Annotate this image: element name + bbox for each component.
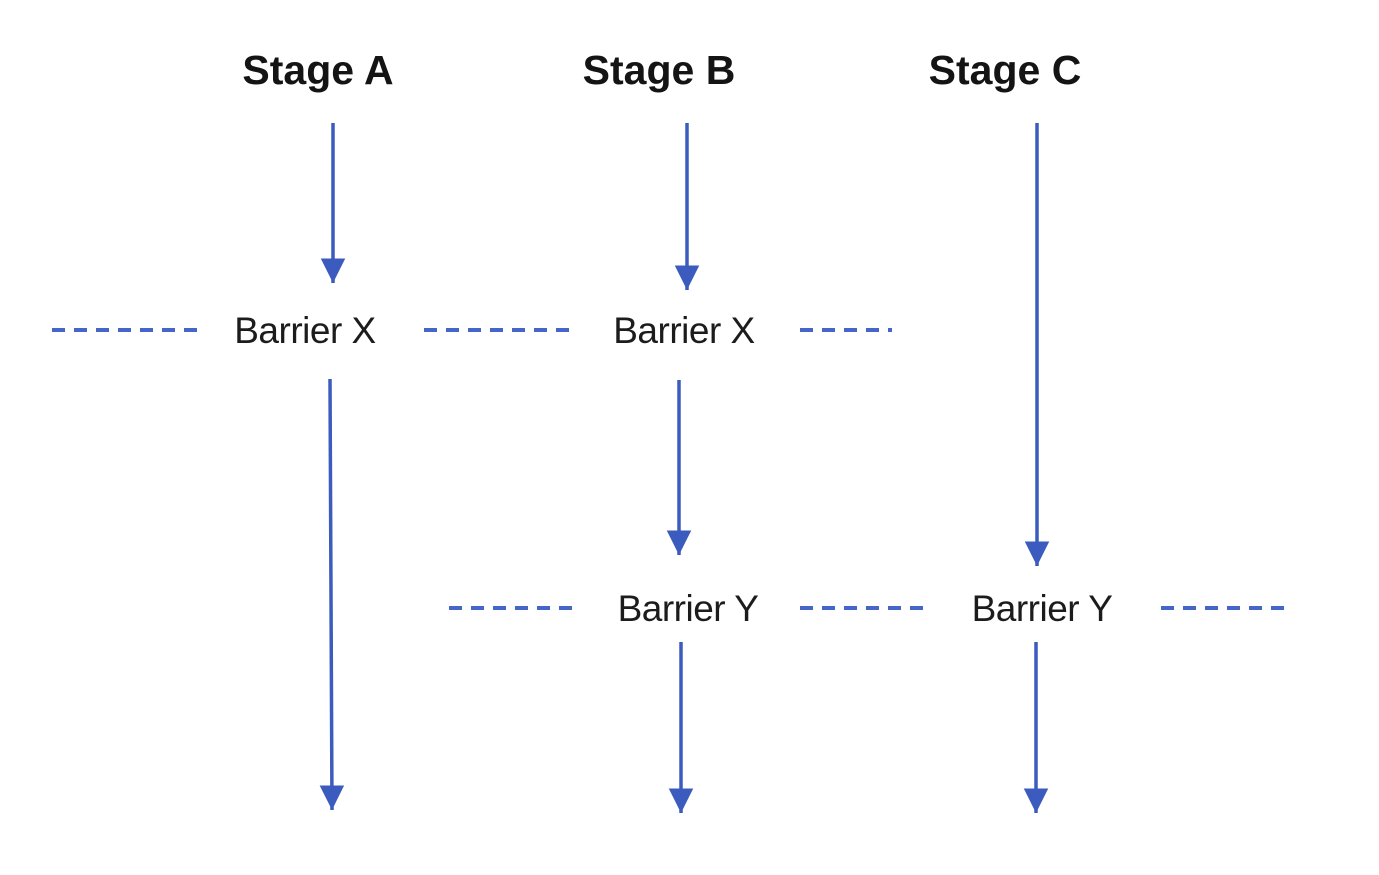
stage-a-title: Stage A	[242, 47, 393, 93]
stage-b-title: Stage B	[583, 47, 736, 93]
stage-c-title: Stage C	[929, 47, 1082, 93]
barrier-y-label-2: Barrier Y	[972, 588, 1113, 629]
stage-a-arrow-bottom	[319, 378, 345, 811]
barrier-y-label-1: Barrier Y	[618, 588, 759, 629]
barrier-x-label-1: Barrier X	[234, 310, 375, 351]
barrier-x-label-2: Barrier X	[613, 310, 754, 351]
